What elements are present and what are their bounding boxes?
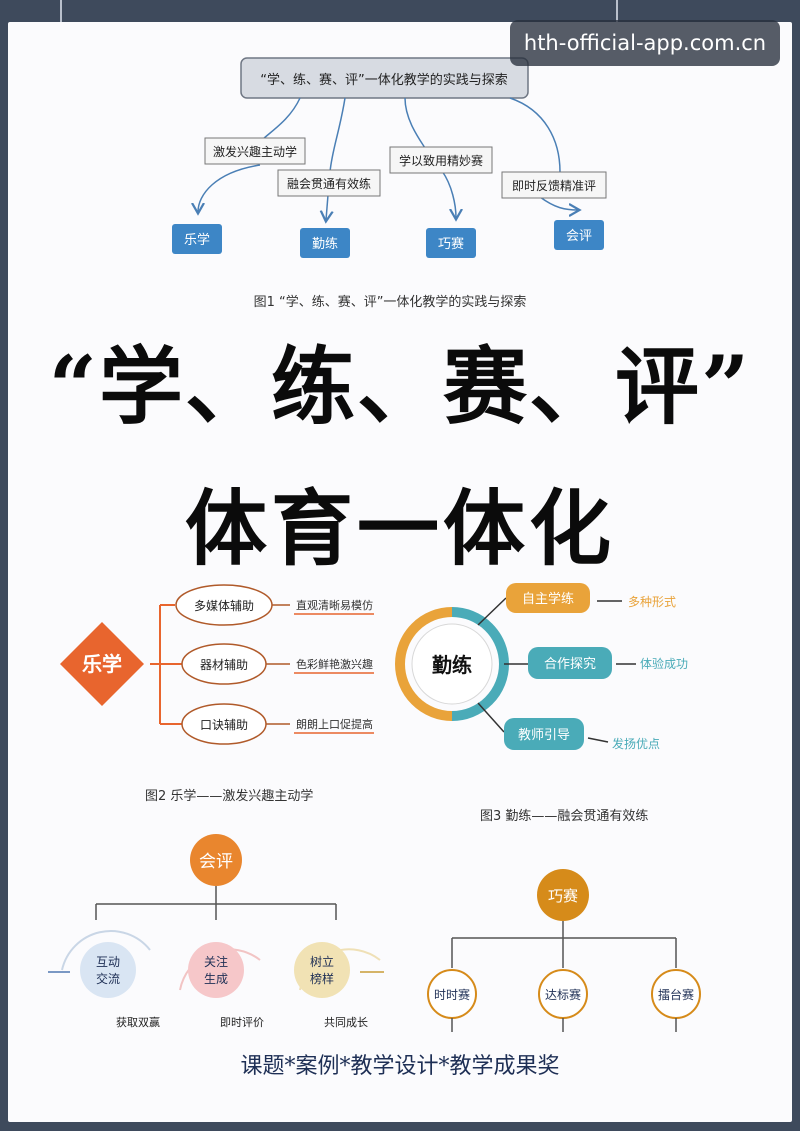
fig3-item-label: 自主学练 — [522, 591, 574, 607]
fig1-branch-label: 即时反馈精准评 — [512, 179, 596, 193]
fig3-link — [477, 702, 505, 733]
fig1-branch-label: 学以致用精妙赛 — [399, 153, 483, 168]
fig4-item-circle — [188, 942, 244, 998]
fig1-arrow — [198, 164, 261, 212]
fig4-item-label-line2: 榜样 — [310, 971, 334, 986]
fig3-ring-gold — [395, 607, 453, 721]
fig2-item-desc: 直观清晰易模仿 — [296, 598, 373, 612]
figure-4: 会评 互动 交流 关注 生成 树立 榜样 获取双赢 即时评价 共同成长 — [48, 834, 384, 1029]
fig1-branch-box — [277, 169, 381, 197]
fig3-link — [477, 597, 507, 626]
fig1-target-box — [554, 220, 604, 250]
fig3-desc-link — [587, 737, 609, 743]
fig1-branch-box — [501, 171, 607, 199]
fig4-item-desc: 共同成长 — [324, 1016, 368, 1029]
fig3-item-desc: 多种形式 — [628, 595, 676, 609]
fig1-target-label: 勤练 — [312, 237, 338, 252]
fig2-bracket — [150, 604, 182, 725]
fig1-root-label: “学、练、赛、评”一体化教学的实践与探索 — [260, 72, 507, 88]
fig2-caption: 图2 乐学——激发兴趣主动学 — [145, 788, 313, 804]
fig1-connector — [509, 97, 561, 173]
fig1-branch-label: 激发兴趣主动学 — [213, 144, 297, 159]
fig1-target-label: 会评 — [566, 229, 592, 244]
fig4-center-circle — [190, 834, 242, 886]
fig4-arc — [61, 930, 151, 971]
page-edge-mark — [616, 0, 618, 22]
fig1-connector — [404, 97, 426, 149]
fig4-item-desc: 获取双赢 — [116, 1015, 160, 1029]
fig3-item-desc: 体验成功 — [640, 656, 688, 671]
fig1-target-box — [172, 224, 222, 254]
fig3-item-box — [506, 583, 590, 613]
headline-line1: “学、练、赛、评” — [48, 337, 752, 436]
footer-tags: 课题*案例*教学设计*教学成果奖 — [240, 1054, 560, 1079]
fig1-target-box — [300, 228, 350, 258]
figure-2: 乐学 多媒体辅助 器材辅助 口诀辅助 直观清晰易模仿 色彩鲜艳激兴趣 朗朗上口促… — [60, 584, 374, 804]
headline-line2: 体育一体化 — [184, 481, 615, 577]
fig4-item-label-line2: 生成 — [204, 972, 228, 986]
fig1-target-label: 巧赛 — [438, 236, 464, 252]
fig1-caption: 图1 “学、练、赛、评”一体化教学的实践与探索 — [254, 294, 527, 310]
fig1-connector — [261, 97, 301, 141]
fig4-item-desc: 即时评价 — [220, 1016, 264, 1029]
fig1-target-box — [426, 228, 476, 258]
fig2-item-label: 口诀辅助 — [200, 718, 248, 732]
fig4-item-circle — [294, 942, 350, 998]
fig2-item-label: 多媒体辅助 — [194, 599, 254, 613]
watermark-url: hth-official-app.com.cn — [510, 20, 780, 66]
fig2-item-label: 器材辅助 — [200, 658, 248, 672]
fig4-item-circle — [80, 942, 136, 998]
fig1-arrow — [326, 194, 328, 220]
fig5-item-label: 时时赛 — [434, 987, 470, 1002]
fig5-center-label: 巧赛 — [548, 887, 578, 905]
fig1-root-box — [240, 57, 529, 99]
fig5-center-circle — [537, 869, 589, 921]
page-edge-mark — [60, 0, 62, 22]
fig4-item-label-line1: 树立 — [310, 954, 334, 969]
figure-3: 勤练 自主学练 合作探究 教师引导 多种形式 体验成功 发扬优点 图3 勤练——… — [395, 583, 688, 824]
figure-1: “学、练、赛、评”一体化教学的实践与探索 激发兴趣主动学 融会贯通有效练 学以致… — [172, 57, 607, 310]
fig4-center-label: 会评 — [199, 852, 233, 872]
fig2-center-label: 乐学 — [82, 652, 122, 676]
fig1-branch-box — [389, 146, 493, 174]
fig5-item-label: 达标赛 — [545, 987, 581, 1002]
fig3-item-box — [528, 647, 612, 679]
figure-5: 巧赛 时时赛 达标赛 擂台赛 — [427, 869, 701, 1032]
fig2-item-desc: 色彩鲜艳激兴趣 — [296, 657, 373, 671]
fig3-item-label: 教师引导 — [518, 727, 570, 743]
fig4-item-label-line1: 关注 — [204, 954, 228, 969]
fig3-item-box — [504, 718, 584, 750]
fig3-caption: 图3 勤练——融会贯通有效练 — [480, 809, 648, 824]
fig1-branch-label: 融会贯通有效练 — [287, 176, 371, 191]
fig1-arrow — [539, 196, 578, 210]
fig3-item-label: 合作探究 — [544, 657, 596, 672]
fig1-branch-box — [204, 137, 306, 165]
fig2-item-desc: 朗朗上口促提高 — [296, 717, 373, 731]
fig4-item-label-line2: 交流 — [96, 971, 120, 986]
fig1-target-label: 乐学 — [184, 232, 210, 248]
fig4-item-label-line1: 互动 — [96, 955, 120, 969]
fig1-arrow — [441, 170, 456, 218]
fig1-connector — [329, 97, 346, 173]
fig3-center-circle — [411, 623, 493, 705]
fig5-item-label: 擂台赛 — [658, 987, 694, 1002]
fig3-center-label: 勤练 — [432, 653, 472, 677]
fig3-item-desc: 发扬优点 — [612, 736, 660, 751]
fig2-center-diamond — [60, 622, 144, 706]
